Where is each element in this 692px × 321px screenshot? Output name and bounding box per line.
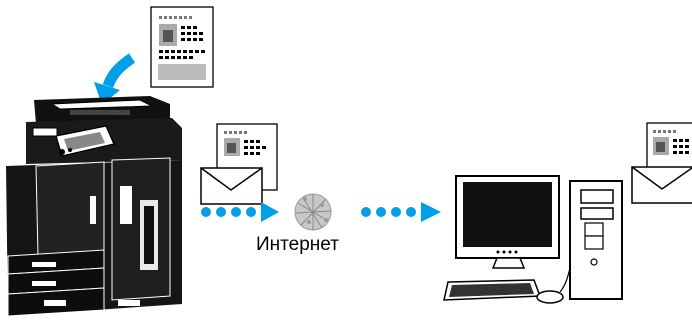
- internet-globe-icon: [294, 193, 332, 231]
- source-document-icon: [150, 6, 214, 88]
- transfer-arrow-1: [201, 202, 279, 222]
- received-envelope-icon: [631, 166, 692, 204]
- desktop-computer-icon: [443, 175, 623, 304]
- multifunction-printer-icon: [6, 96, 182, 317]
- transfer-arrow-2: [361, 202, 441, 222]
- envelope-icon: [200, 167, 263, 205]
- internet-label: Интернет: [256, 234, 339, 255]
